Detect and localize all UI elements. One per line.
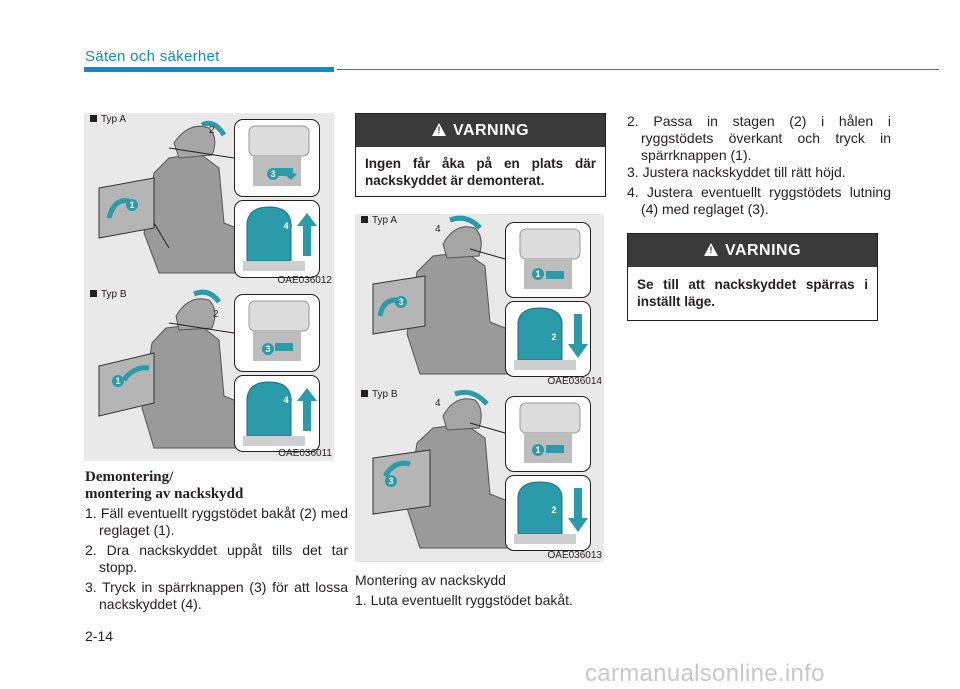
inset-release-button [505, 396, 591, 472]
step-1: 1. Luta eventuellt ryggstödet bakåt. [355, 592, 573, 608]
number-4: 4 [435, 398, 441, 409]
callout-1: 1 [126, 199, 138, 211]
callout-4: 4 [280, 220, 292, 232]
figure-code: OAE036013 [547, 550, 603, 561]
inset-release-button [234, 294, 320, 372]
figure-label: Typ A [101, 114, 127, 125]
figure-typ-a-install: Typ A 3 1 2 4 OAE036014 [355, 214, 604, 388]
number-2: 2 [209, 125, 215, 136]
figure-code: OAE036014 [547, 376, 603, 387]
figure-typ-b-removal: Typ B 3 4 1 2 OAE036011 [84, 288, 334, 461]
step-2: 2. Passa in stagen (2) i hålen i ryggstö… [627, 113, 891, 163]
warning-icon: ! [431, 123, 446, 136]
callout-2: 2 [548, 504, 560, 516]
warning-text: Se till att nackskyddet spärras i instäl… [637, 277, 868, 309]
section-heading: Demontering/ montering av nackskydd [85, 469, 244, 502]
figure-label: Typ A [372, 215, 398, 226]
figure-typ-a-removal: Typ A 3 4 1 2 OAE036012 [84, 113, 334, 288]
figure-code: OAE036012 [277, 275, 333, 286]
step-3: 3. Tryck in spärrknappen (3) för att los… [85, 579, 348, 612]
watermark: carmanualsonline.info [585, 660, 825, 687]
inset-headrest [505, 475, 591, 551]
warning-text: Ingen får åka på en plats där nackskydde… [365, 156, 596, 188]
step-1: 1. Fäll eventuellt ryggstödet bakåt (2) … [85, 505, 348, 538]
figure-label: Typ B [372, 389, 398, 400]
warning-box: !VARNING Ingen får åka på en plats där n… [355, 113, 606, 197]
warning-header: !VARNING [628, 234, 877, 267]
subheading: Montering av nackskydd [355, 572, 506, 588]
figure-typ-b-install: Typ B 3 1 2 4 OAE036013 [355, 388, 604, 562]
inset-release-button [234, 119, 320, 197]
number-4: 4 [435, 224, 441, 235]
inset-headrest [234, 375, 320, 452]
callout-1: 1 [532, 268, 544, 280]
inset-release-button [505, 222, 591, 298]
seat-illustration [372, 389, 526, 549]
page-number: 2-14 [85, 628, 114, 644]
callout-3: 3 [395, 296, 407, 308]
header-rule-thick [84, 67, 334, 72]
number-2: 2 [213, 309, 219, 320]
callout-1: 1 [112, 375, 124, 387]
seat-illustration [372, 215, 526, 375]
inset-headrest [234, 200, 320, 278]
step-4: 4. Justera eventuellt ryggstödets lutnin… [627, 184, 891, 217]
callout-1: 1 [532, 444, 544, 456]
callout-3: 3 [262, 343, 274, 355]
figure-label: Typ B [101, 289, 127, 300]
seat-illustration [98, 289, 260, 449]
callout-3: 3 [267, 168, 279, 180]
header-rule-thin [337, 69, 939, 70]
step-2: 2. Dra nackskyddet uppåt tills det tar s… [85, 542, 348, 575]
warning-box: !VARNING Se till att nackskyddet spärras… [627, 233, 878, 321]
warning-icon: ! [703, 243, 718, 256]
figure-code: OAE036011 [278, 448, 332, 459]
step-3: 3. Justera nackskyddet till rätt höjd. [627, 164, 846, 180]
callout-2: 2 [548, 331, 560, 343]
callout-4: 4 [280, 394, 292, 406]
callout-3: 3 [385, 475, 397, 487]
section-title: Säten och säkerhet [85, 48, 220, 65]
warning-header: !VARNING [356, 114, 605, 147]
